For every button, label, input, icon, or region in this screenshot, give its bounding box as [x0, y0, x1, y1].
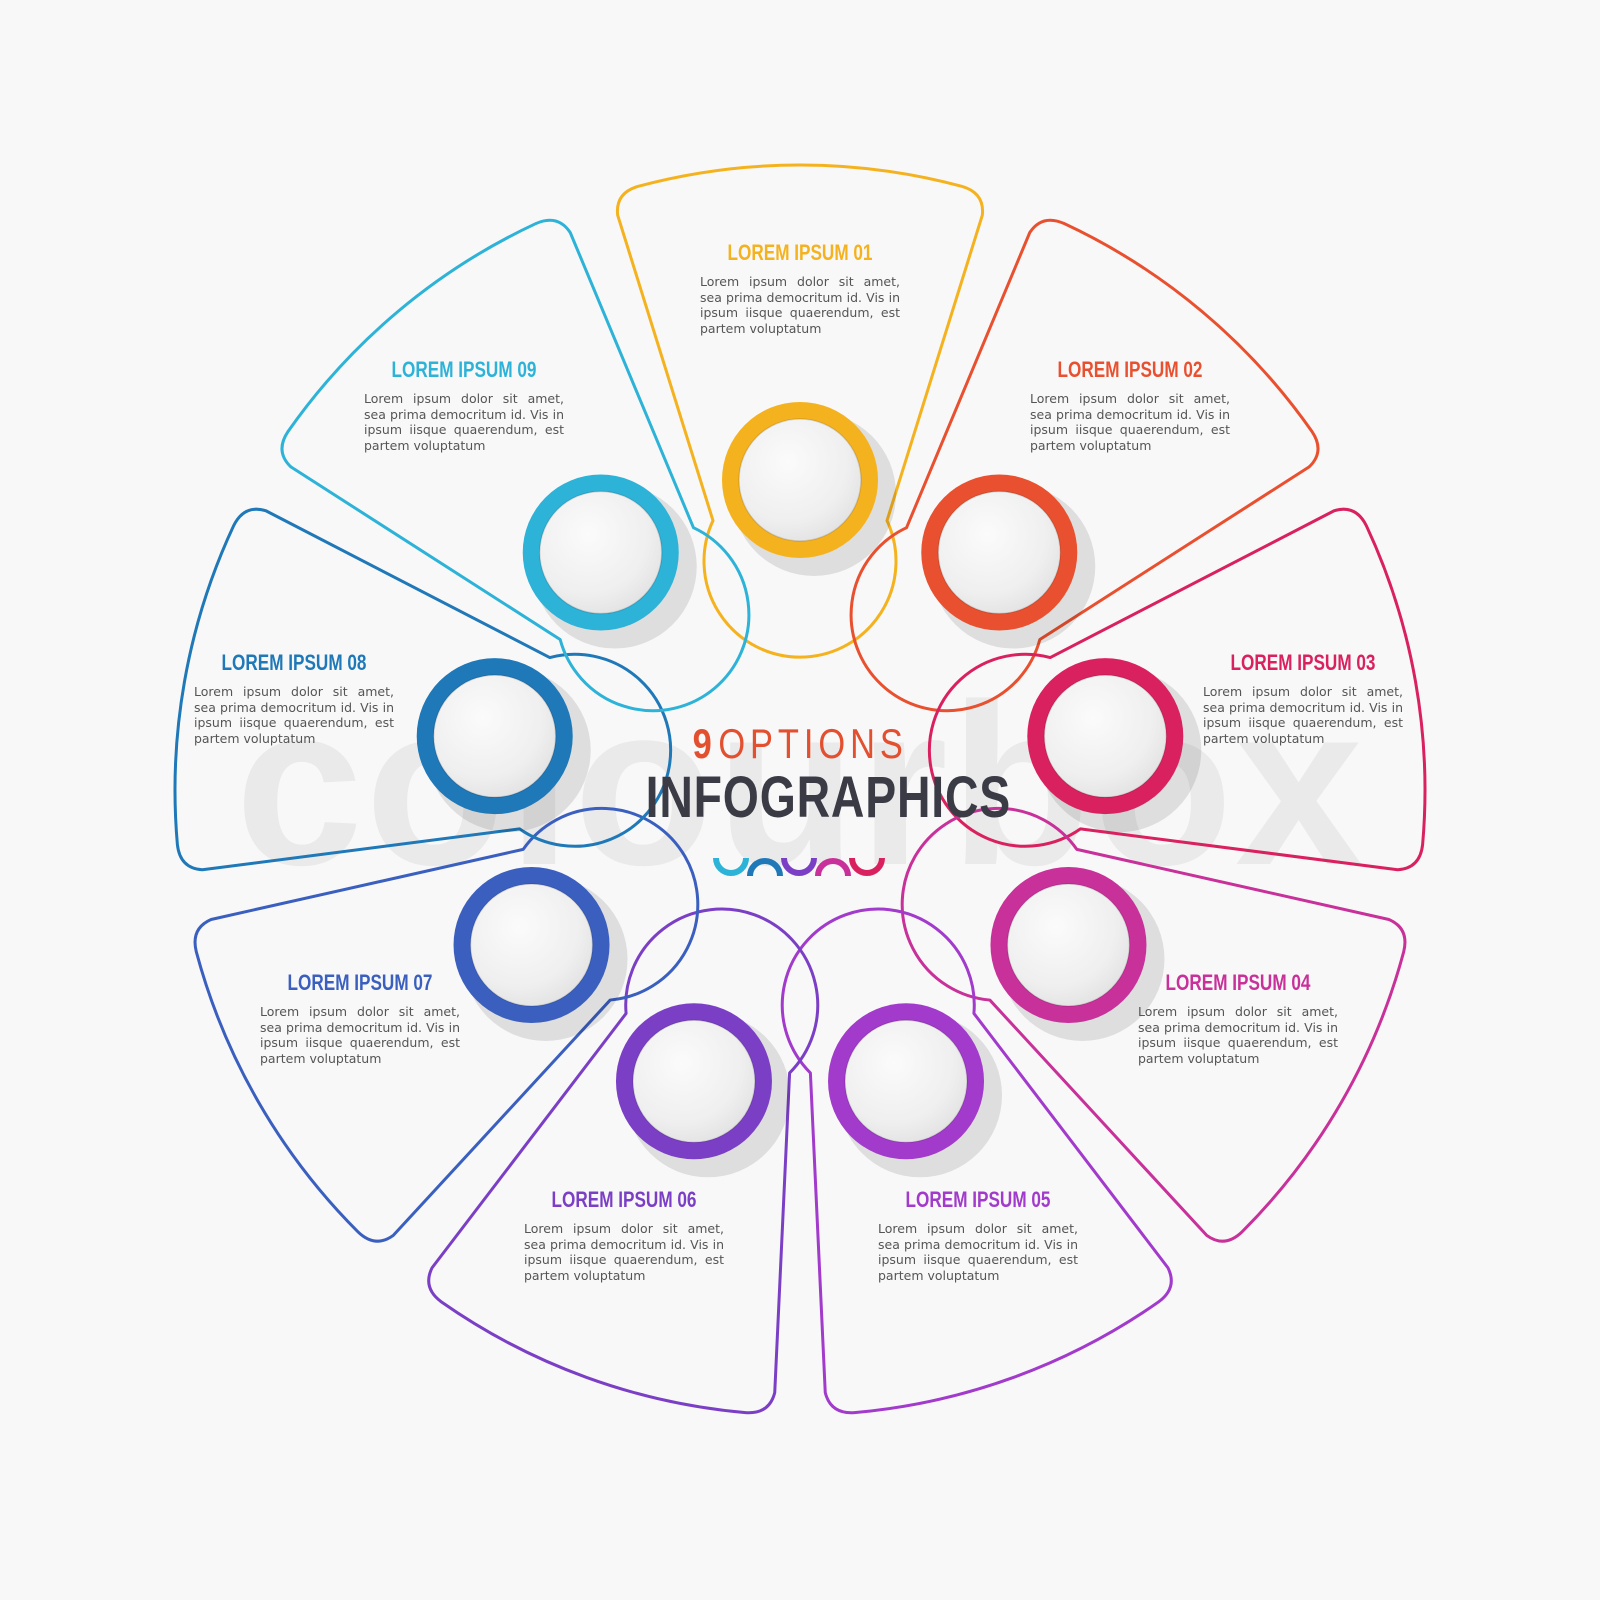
option-bubble-06[interactable] [615, 1003, 790, 1178]
option-title: LOREM IPSUM 09 [391, 357, 537, 382]
bubble-inner [538, 490, 663, 615]
wave-arc-icon [849, 857, 885, 876]
option-label-08: LOREM IPSUM 08 Lorem ipsum dolor sit amet… [194, 650, 394, 746]
option-label-03: LOREM IPSUM 03 Lorem ipsum dolor sit amet… [1203, 650, 1403, 746]
bubble-inner [738, 418, 862, 542]
option-label-09: LOREM IPSUM 09 Lorem ipsum dolor sit amet… [364, 357, 564, 453]
option-label-04: LOREM IPSUM 04 Lorem ipsum dolor sit amet… [1138, 970, 1338, 1066]
option-title: LOREM IPSUM 05 [905, 1187, 1051, 1212]
segment-outline-09 [280, 218, 751, 713]
bubble-inner [1043, 674, 1168, 798]
options-label: OPTIONS [718, 720, 908, 767]
wave-arc-icon [713, 857, 749, 876]
bubble-inner [469, 883, 594, 1007]
segment-outline-08 [173, 507, 673, 872]
wave-arc-icon [815, 858, 851, 877]
option-bubble-09[interactable] [522, 474, 697, 649]
bubble-inner [844, 1019, 968, 1144]
option-title: LOREM IPSUM 04 [1165, 970, 1311, 995]
option-title: LOREM IPSUM 02 [1057, 357, 1203, 382]
segment-outline-07 [193, 807, 700, 1243]
page-title: INFOGRAPHICS [645, 765, 1012, 830]
option-label-05: LOREM IPSUM 05 Lorem ipsum dolor sit amet… [878, 1187, 1078, 1283]
option-label-06: LOREM IPSUM 06 Lorem ipsum dolor sit amet… [524, 1187, 724, 1283]
bubble-inner [432, 674, 557, 798]
segment-outline-02 [849, 218, 1320, 713]
option-title: LOREM IPSUM 01 [727, 240, 873, 265]
wave-arc-icon [781, 857, 817, 876]
bubble-inner [632, 1019, 756, 1144]
segment-outline-03 [927, 507, 1427, 872]
option-description: Lorem ipsum dolor sit amet, sea prima de… [1138, 1004, 1338, 1066]
option-bubble-04[interactable] [990, 867, 1165, 1041]
bubble-inner [1006, 883, 1131, 1007]
option-label-01: LOREM IPSUM 01 Lorem ipsum dolor sit amet… [700, 240, 900, 336]
segment-outline-04 [900, 807, 1407, 1243]
option-bubble-08[interactable] [416, 658, 591, 833]
options-count: 9 [692, 720, 712, 767]
option-description: Lorem ipsum dolor sit amet, sea prima de… [700, 274, 900, 336]
option-description: Lorem ipsum dolor sit amet, sea prima de… [260, 1004, 460, 1066]
decorative-arcs-icon [713, 857, 885, 877]
option-description: Lorem ipsum dolor sit amet, sea prima de… [364, 391, 564, 453]
option-description: Lorem ipsum dolor sit amet, sea prima de… [878, 1221, 1078, 1283]
option-label-07: LOREM IPSUM 07 Lorem ipsum dolor sit amet… [260, 970, 460, 1066]
option-bubble-02[interactable] [921, 474, 1096, 649]
option-title: LOREM IPSUM 03 [1230, 650, 1376, 675]
option-bubble-03[interactable] [1027, 658, 1202, 833]
bubble-inner [937, 490, 1062, 615]
segment-outline-06 [427, 907, 820, 1415]
option-bubble-01[interactable] [722, 402, 896, 576]
option-label-02: LOREM IPSUM 02 Lorem ipsum dolor sit amet… [1030, 357, 1230, 453]
option-description: Lorem ipsum dolor sit amet, sea prima de… [524, 1221, 724, 1283]
option-title: LOREM IPSUM 07 [287, 970, 433, 995]
option-bubble-07[interactable] [453, 867, 628, 1041]
option-description: Lorem ipsum dolor sit amet, sea prima de… [194, 684, 394, 746]
option-description: Lorem ipsum dolor sit amet, sea prima de… [1030, 391, 1230, 453]
segment-outline-05 [780, 907, 1173, 1415]
option-title: LOREM IPSUM 06 [551, 1187, 697, 1212]
wave-arc-icon [747, 858, 783, 877]
option-title: LOREM IPSUM 08 [221, 650, 367, 675]
option-description: Lorem ipsum dolor sit amet, sea prima de… [1203, 684, 1403, 746]
option-bubble-05[interactable] [828, 1003, 1003, 1178]
segment-outline-01 [615, 163, 985, 659]
